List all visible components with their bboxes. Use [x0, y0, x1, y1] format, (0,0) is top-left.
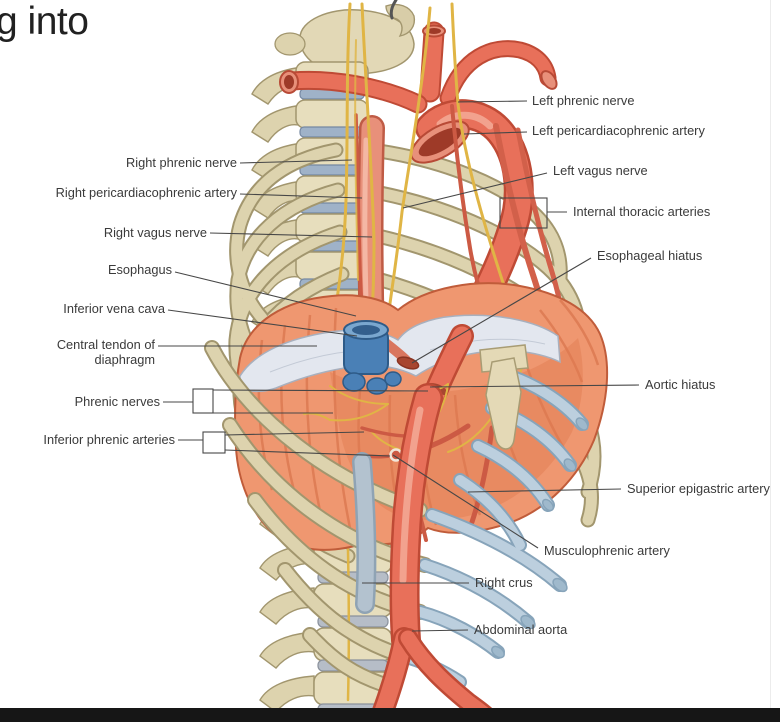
slide-title-fragment: g into — [0, 0, 89, 43]
label-right-phrenic-nerve: Right phrenic nerve — [126, 155, 237, 170]
label-right-pericardiacophrenic-artery: Right pericardiacophrenic artery — [55, 185, 237, 200]
label-left-pericardiacophrenic-artery: Left pericardiacophrenic artery — [532, 123, 705, 138]
slide-edge-divider — [770, 0, 771, 708]
label-esophageal-hiatus: Esophageal hiatus — [597, 248, 703, 263]
label-central-tendon-of-diaphragm: Central tendon of diaphragm — [56, 337, 155, 368]
label-phrenic-nerves: Phrenic nerves — [74, 394, 160, 409]
bottom-bar — [0, 708, 780, 722]
leader-lines — [158, 100, 640, 632]
label-inferior-vena-cava: Inferior vena cava — [63, 301, 165, 316]
label-internal-thoracic-arteries: Internal thoracic arteries — [573, 204, 711, 219]
label-left-vagus-nerve: Left vagus nerve — [553, 163, 648, 178]
label-musculophrenic-artery: Musculophrenic artery — [544, 543, 670, 558]
label-aortic-hiatus: Aortic hiatus — [645, 377, 716, 392]
label-right-vagus-nerve: Right vagus nerve — [103, 225, 207, 240]
label-right-crus: Right crus — [475, 575, 533, 590]
label-inferior-phrenic-arteries: Inferior phrenic arteries — [43, 432, 175, 447]
label-abdominal-aorta: Abdominal aorta — [474, 622, 568, 637]
label-superior-epigastric-artery: Superior epigastric artery — [627, 481, 770, 496]
label-esophagus: Esophagus — [107, 262, 172, 277]
label-left-phrenic-nerve: Left phrenic nerve — [532, 93, 635, 108]
